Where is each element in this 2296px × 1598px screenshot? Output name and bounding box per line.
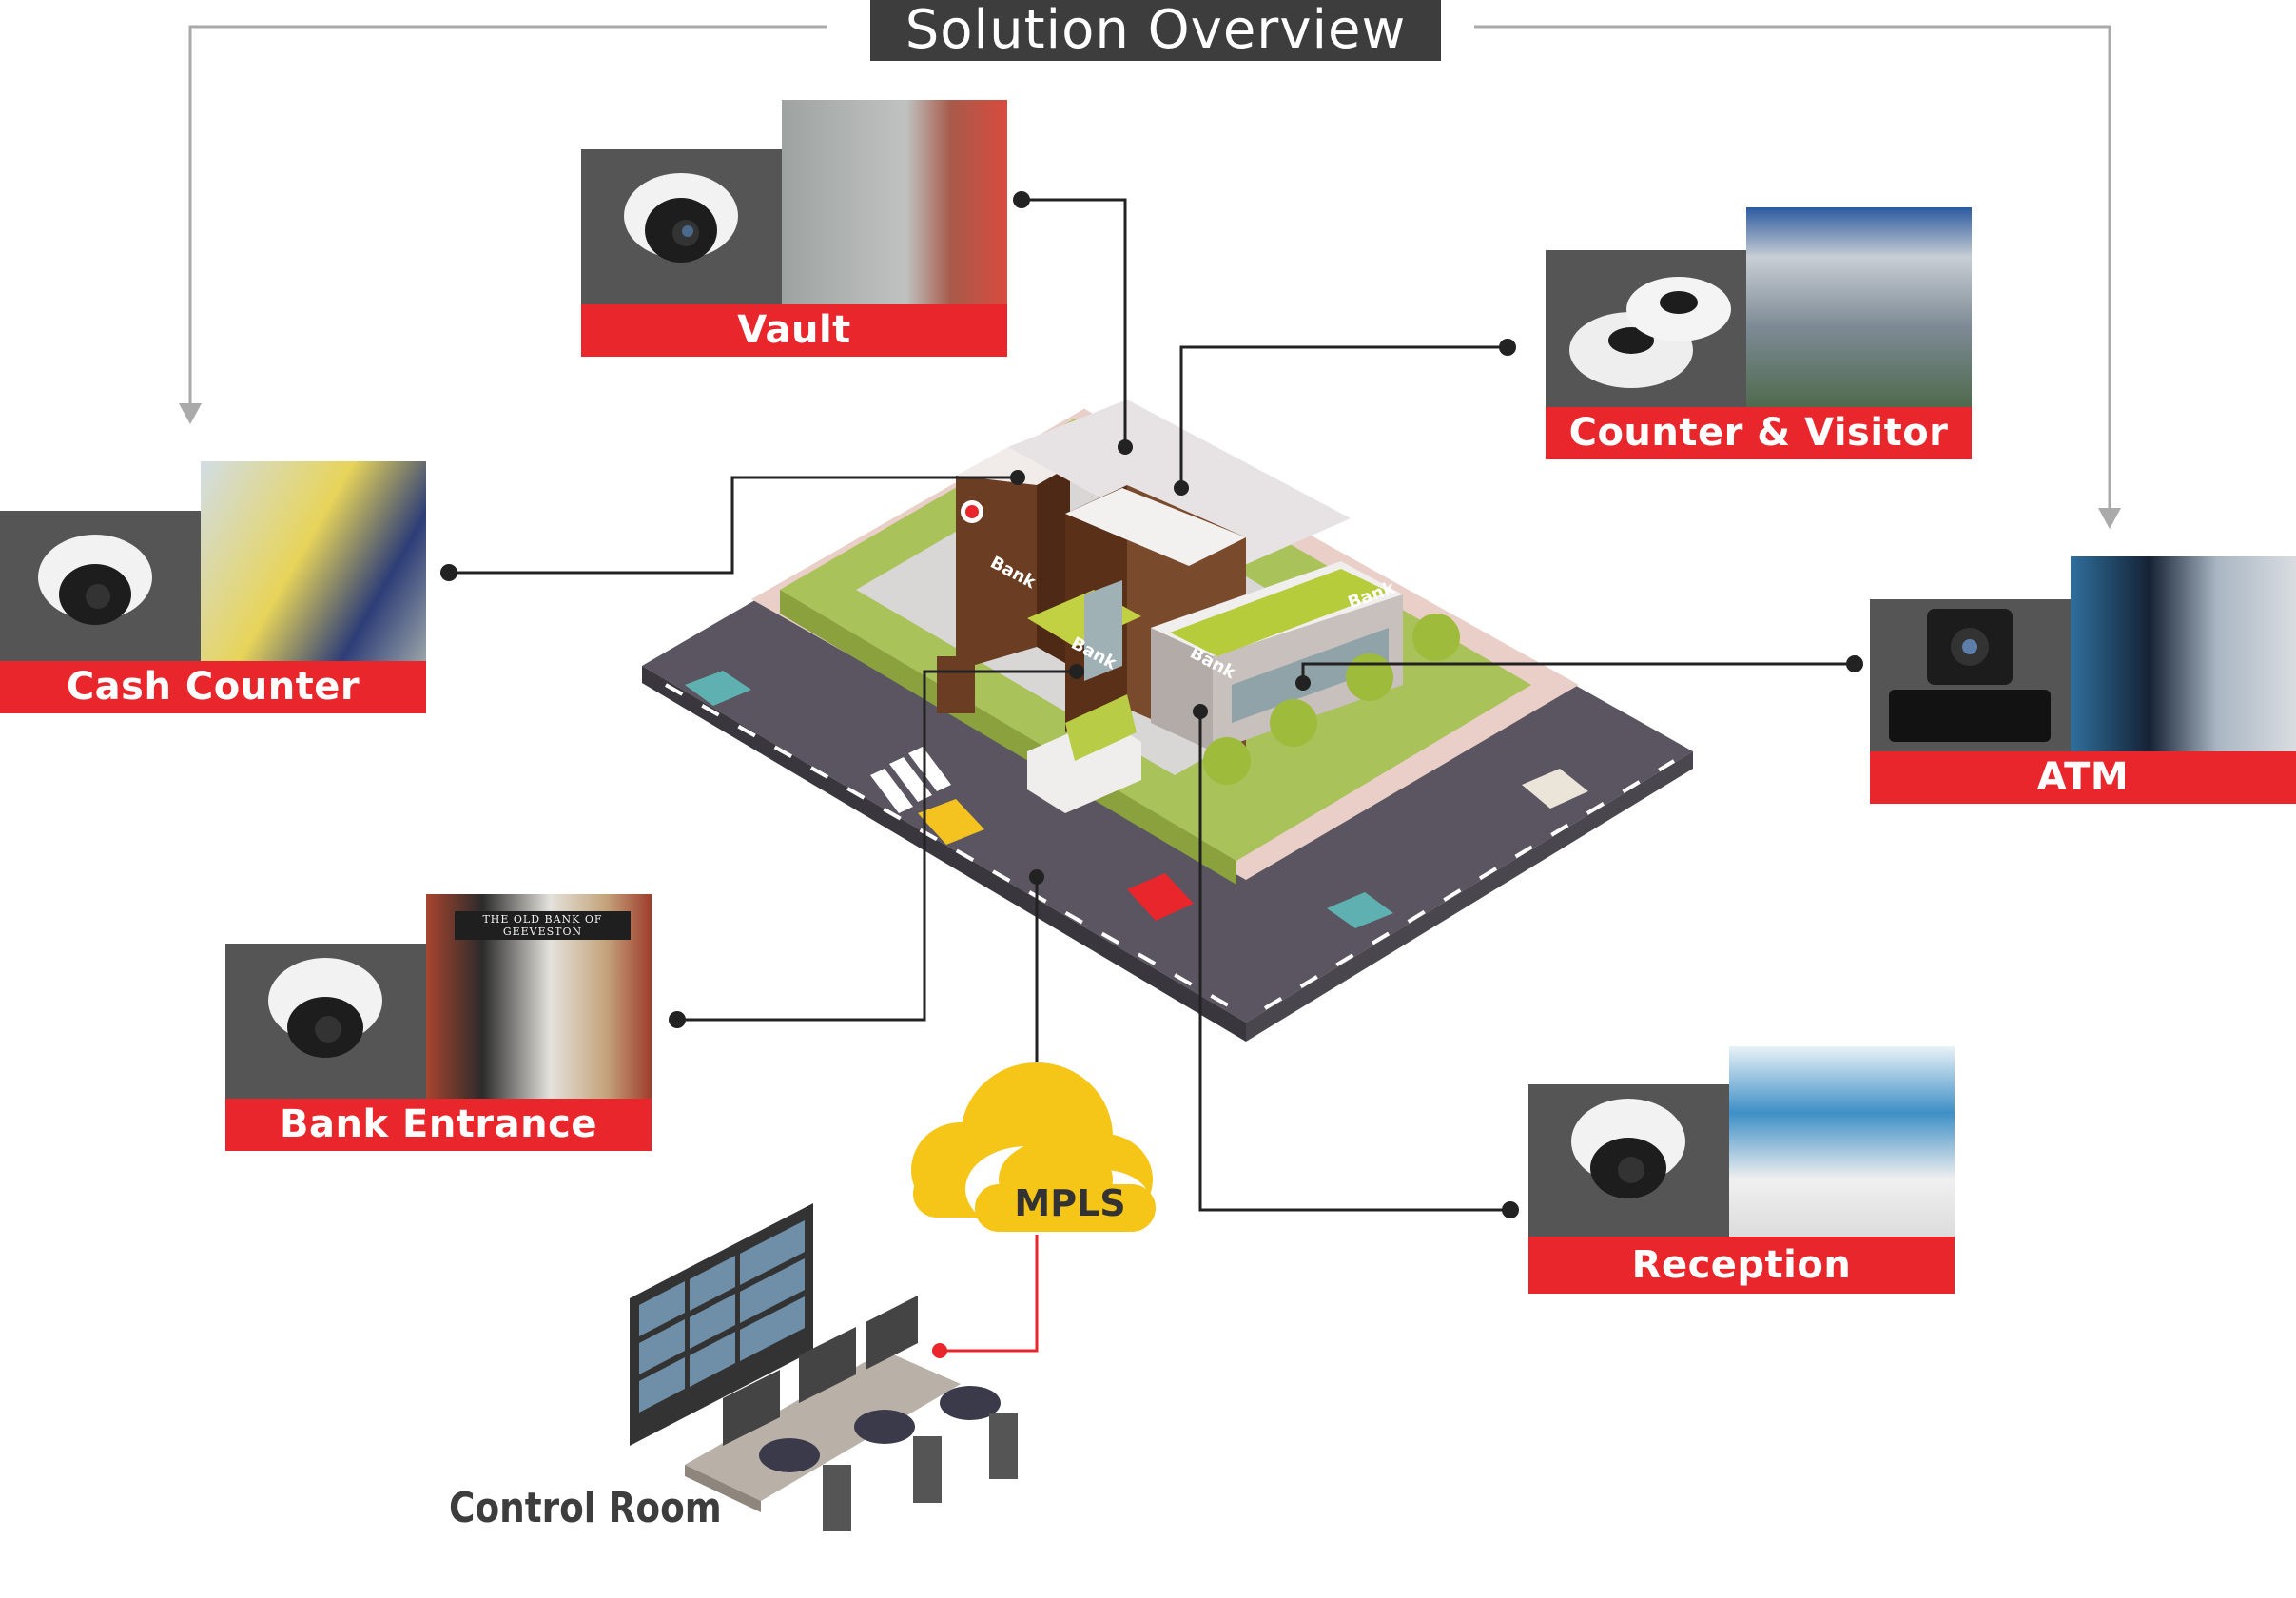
bank-entrance-photo: THE OLD BANK OF GEEVESTON <box>426 894 652 1099</box>
pinhole-camera-icon <box>1870 599 2071 756</box>
location-label: Reception <box>1528 1237 1955 1294</box>
location-panel-reception: Reception <box>1528 1046 1955 1294</box>
arrow-left-head <box>179 403 202 424</box>
location-label: Cash Counter <box>0 661 426 713</box>
location-panel-atm: ATM <box>1870 556 2296 809</box>
counter-photo <box>1746 207 1972 407</box>
dome-camera-icon <box>225 944 426 1099</box>
control-room-label: Control Room <box>449 1484 722 1532</box>
dome-camera-icon <box>581 149 782 304</box>
atm-photo <box>2071 556 2296 751</box>
bank-building-illustration <box>642 400 1693 1042</box>
cash-counter-photo <box>201 461 426 661</box>
vault-photo <box>782 100 1007 304</box>
connector-dots <box>440 191 1863 1218</box>
location-label: ATM <box>1870 751 2296 804</box>
page-title: Solution Overview <box>870 0 1441 61</box>
location-label: Vault <box>581 304 1007 357</box>
location-panel-vault: Vault <box>581 100 1007 357</box>
arrow-right-head <box>2098 508 2121 529</box>
entrance-sign: THE OLD BANK OF GEEVESTON <box>455 911 631 940</box>
location-label: Bank Entrance <box>225 1099 652 1151</box>
location-panel-counter-visitor-area: Counter & Visitor Area <box>1546 207 1972 507</box>
cloud-icon: MPLS <box>911 1062 1156 1237</box>
location-label: Counter & Visitor Area <box>1546 407 1972 507</box>
reception-photo <box>1729 1046 1955 1237</box>
mpls-link <box>932 1235 1039 1358</box>
title-arrows <box>188 25 2111 514</box>
location-panel-cash-counter: Cash Counter <box>0 461 426 718</box>
dome-camera-icon <box>1528 1084 1729 1237</box>
location-panel-bank-entrance: THE OLD BANK OF GEEVESTON Bank Entrance <box>225 894 652 1151</box>
fisheye-camera-icon <box>1546 250 1746 407</box>
connectors <box>449 198 1855 1212</box>
control-room-illustration <box>630 1203 1018 1531</box>
mpls-label: MPLS <box>1014 1182 1125 1224</box>
dome-camera-icon <box>0 511 201 666</box>
